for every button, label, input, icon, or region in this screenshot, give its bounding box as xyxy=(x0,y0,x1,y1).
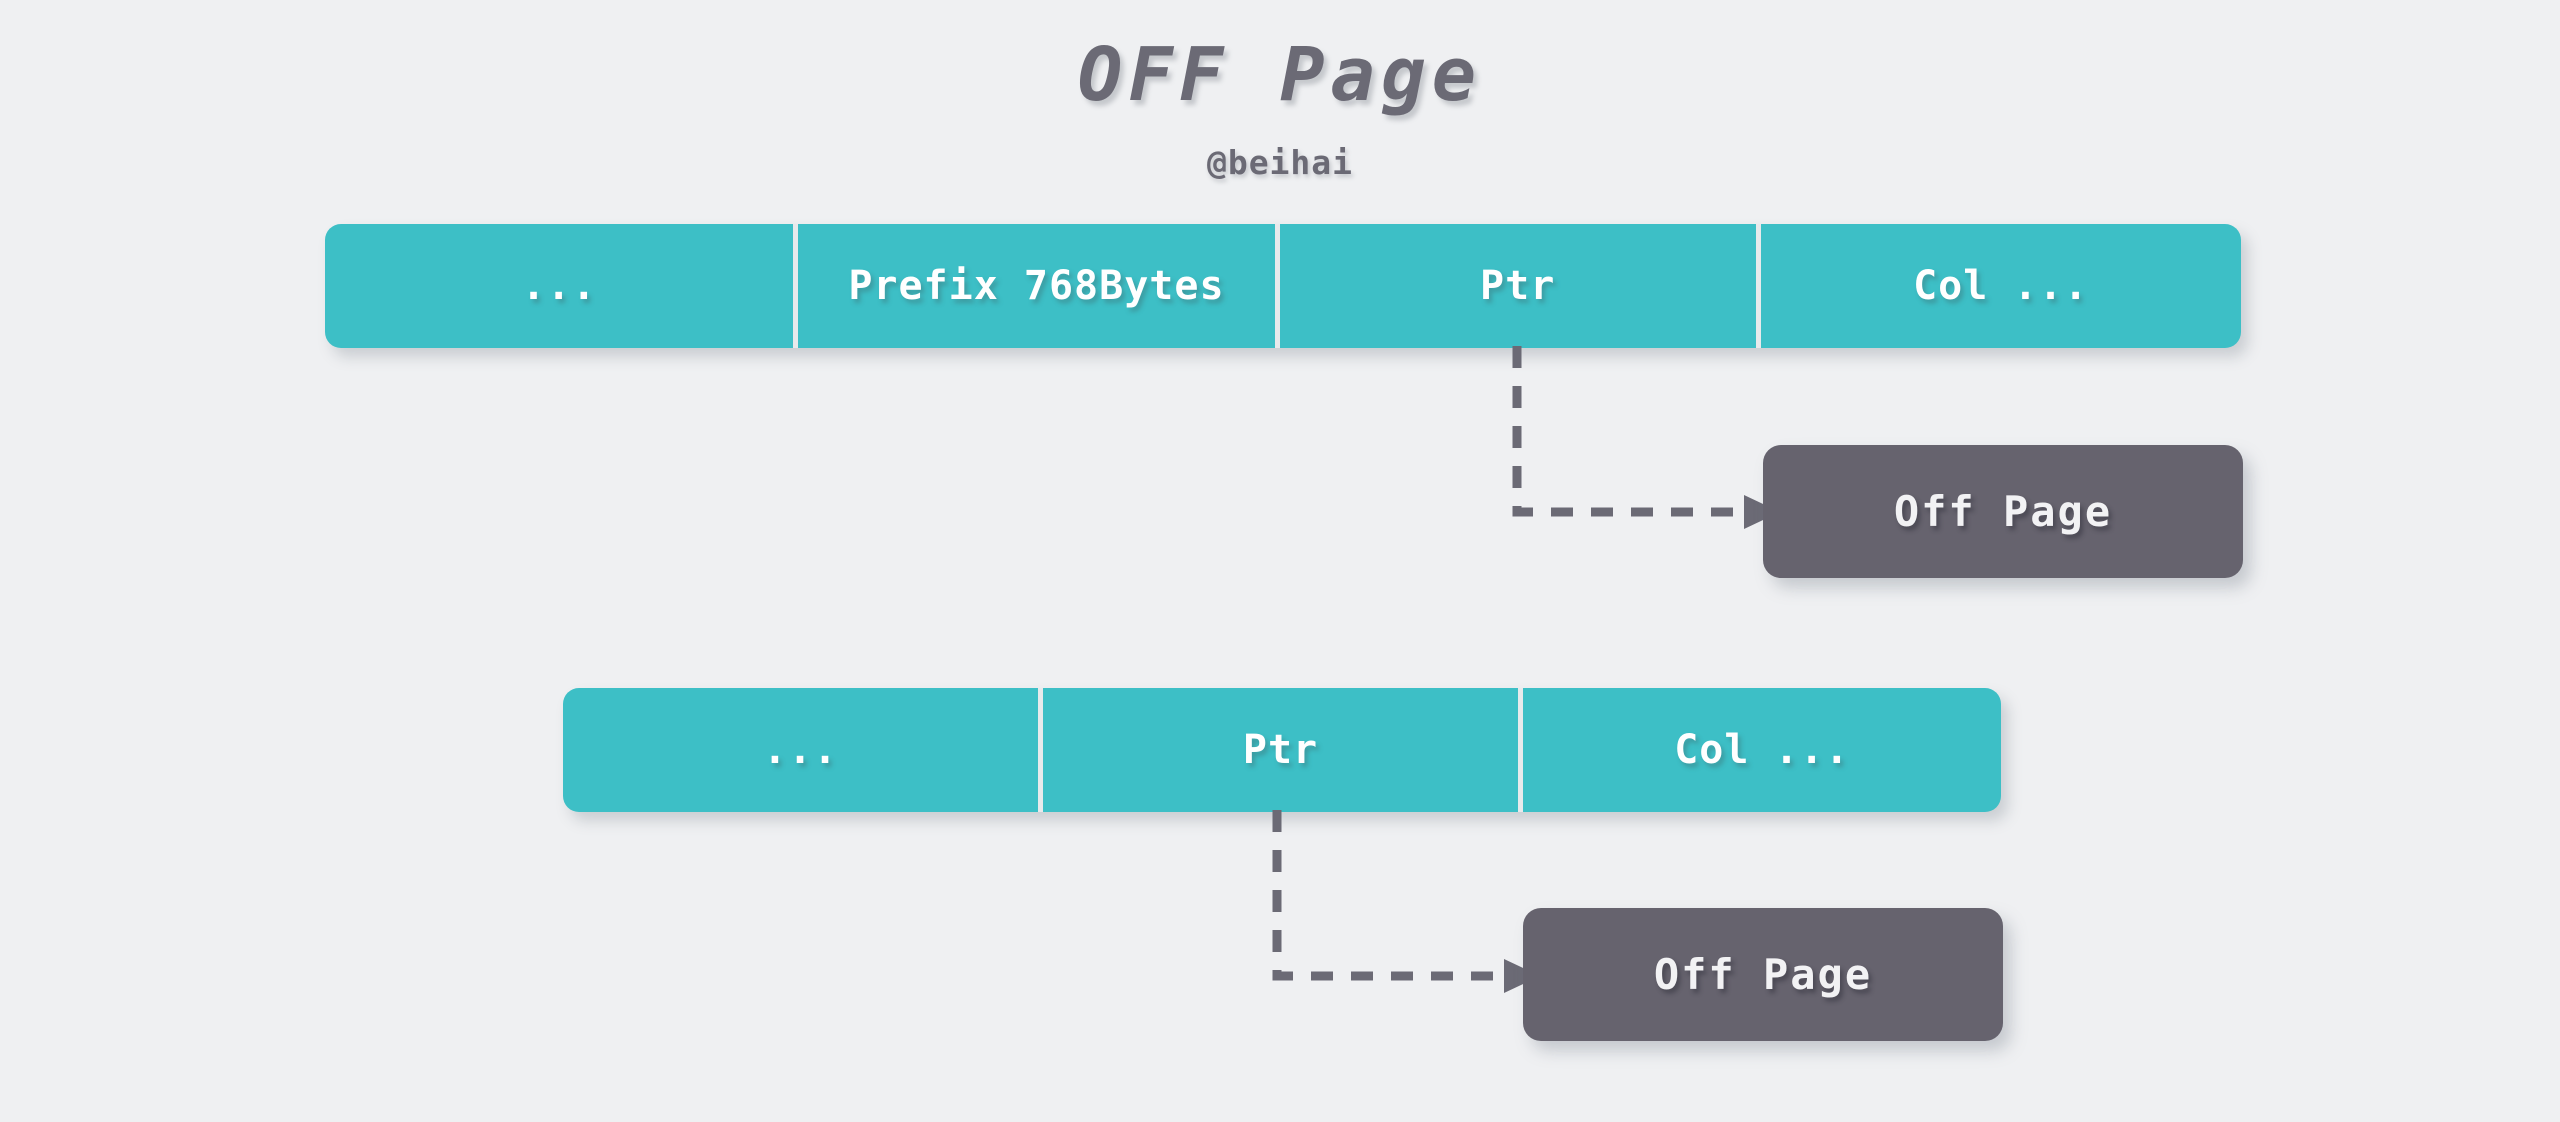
connector-row2-to-offpage2 xyxy=(1272,810,1540,993)
row1-cell-ptr[interactable]: Ptr xyxy=(1274,224,1756,348)
offpage-box-2-label: Off Page xyxy=(1653,950,1873,999)
offpage-box-1-label: Off Page xyxy=(1893,487,2113,536)
row2-cell-ptr[interactable]: Ptr xyxy=(1038,688,1518,812)
record-row-1: ... Prefix 768Bytes Ptr Col ... xyxy=(325,224,2241,348)
row1-cell-prefix[interactable]: Prefix 768Bytes xyxy=(793,224,1274,348)
offpage-box-1[interactable]: Off Page xyxy=(1763,445,2243,578)
connector-line xyxy=(1272,810,1508,981)
offpage-box-2[interactable]: Off Page xyxy=(1523,908,2003,1041)
connector-line xyxy=(1512,346,1748,517)
arrowhead-icon xyxy=(1744,495,1780,529)
row2-cell-col[interactable]: Col ... xyxy=(1518,688,2001,812)
record-row-2: ... Ptr Col ... xyxy=(563,688,2001,812)
row2-cell-ellipsis[interactable]: ... xyxy=(762,727,839,773)
arrowhead-icon xyxy=(1504,959,1540,993)
connector-row1-to-offpage1 xyxy=(1512,346,1780,529)
author-handle: @beihai xyxy=(1206,143,1354,182)
row1-cell-col[interactable]: Col ... xyxy=(1755,224,2241,348)
row1-cell-ellipsis[interactable]: ... xyxy=(521,263,597,309)
page-title: OFF Page xyxy=(1077,32,1483,118)
